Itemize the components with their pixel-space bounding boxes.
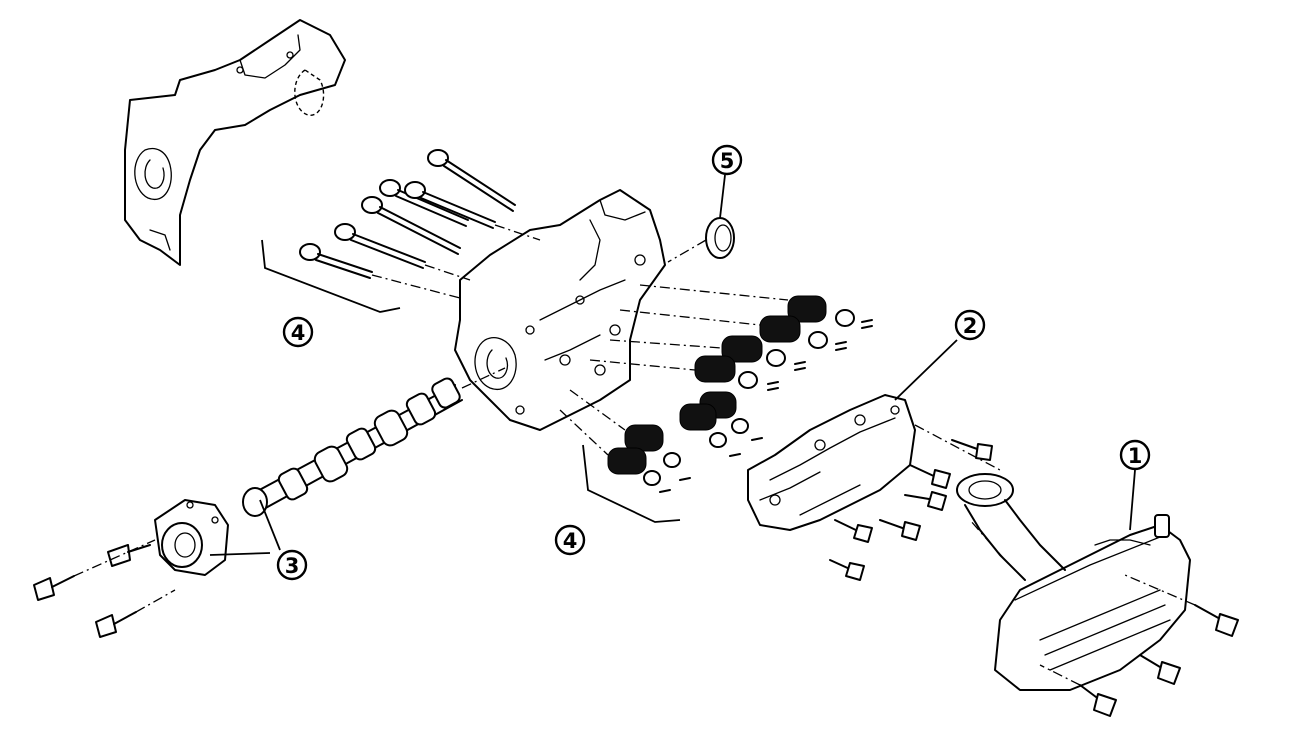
bolt	[834, 519, 873, 543]
engine-block	[124, 19, 346, 266]
bolt	[33, 575, 75, 601]
cover-bolts	[1039, 574, 1239, 717]
callout-5: 5	[711, 144, 743, 176]
callout-1: 1	[1119, 439, 1151, 471]
bolt	[1079, 684, 1117, 717]
callout-4-valves-label: 4	[291, 321, 306, 345]
valve-spring-set	[559, 284, 873, 493]
cover-leader-2	[969, 519, 1006, 561]
spring-row-1	[787, 295, 873, 329]
camshaft	[242, 367, 506, 517]
callout-leaders	[209, 174, 1136, 556]
cap-bolts	[33, 539, 176, 638]
valve-2	[334, 223, 426, 269]
oil-filler-neck	[956, 473, 1066, 581]
callout-4-springs: 4	[554, 524, 586, 556]
callout-3: 3	[276, 549, 308, 581]
callout-1-label: 1	[1128, 444, 1143, 468]
spring-row-5	[679, 391, 763, 457]
bolt	[1139, 654, 1181, 685]
callout-2-label: 2	[963, 314, 978, 338]
spring-row-2	[759, 315, 847, 351]
cover-leader	[914, 424, 1001, 471]
housing-bolts	[829, 439, 993, 581]
bolt	[95, 611, 137, 638]
callout-4-springs-label: 4	[563, 529, 578, 553]
bolt	[904, 491, 947, 511]
spring-row-6	[607, 424, 691, 493]
cylinder-head	[454, 189, 666, 431]
valve-3	[361, 196, 461, 255]
callout-5-label: 5	[720, 149, 735, 173]
bolt	[829, 559, 865, 581]
valve-group	[299, 149, 541, 299]
spring-row-4	[694, 355, 779, 391]
valve-5	[404, 181, 496, 229]
valve-6	[427, 149, 516, 212]
callout-3-label: 3	[285, 554, 300, 578]
oil-seal	[667, 217, 735, 263]
rocker-cover	[994, 514, 1191, 691]
callout-4-valves: 4	[282, 316, 314, 348]
bolt	[107, 544, 151, 567]
valve-1	[299, 243, 373, 279]
spring-row-3	[721, 335, 806, 371]
bolt	[1194, 604, 1239, 637]
camshaft-cap	[154, 499, 229, 576]
bolt	[879, 519, 921, 541]
camshaft-housing	[747, 394, 916, 531]
bolt	[951, 439, 993, 461]
callout-2: 2	[954, 309, 986, 341]
bolt	[909, 464, 951, 489]
